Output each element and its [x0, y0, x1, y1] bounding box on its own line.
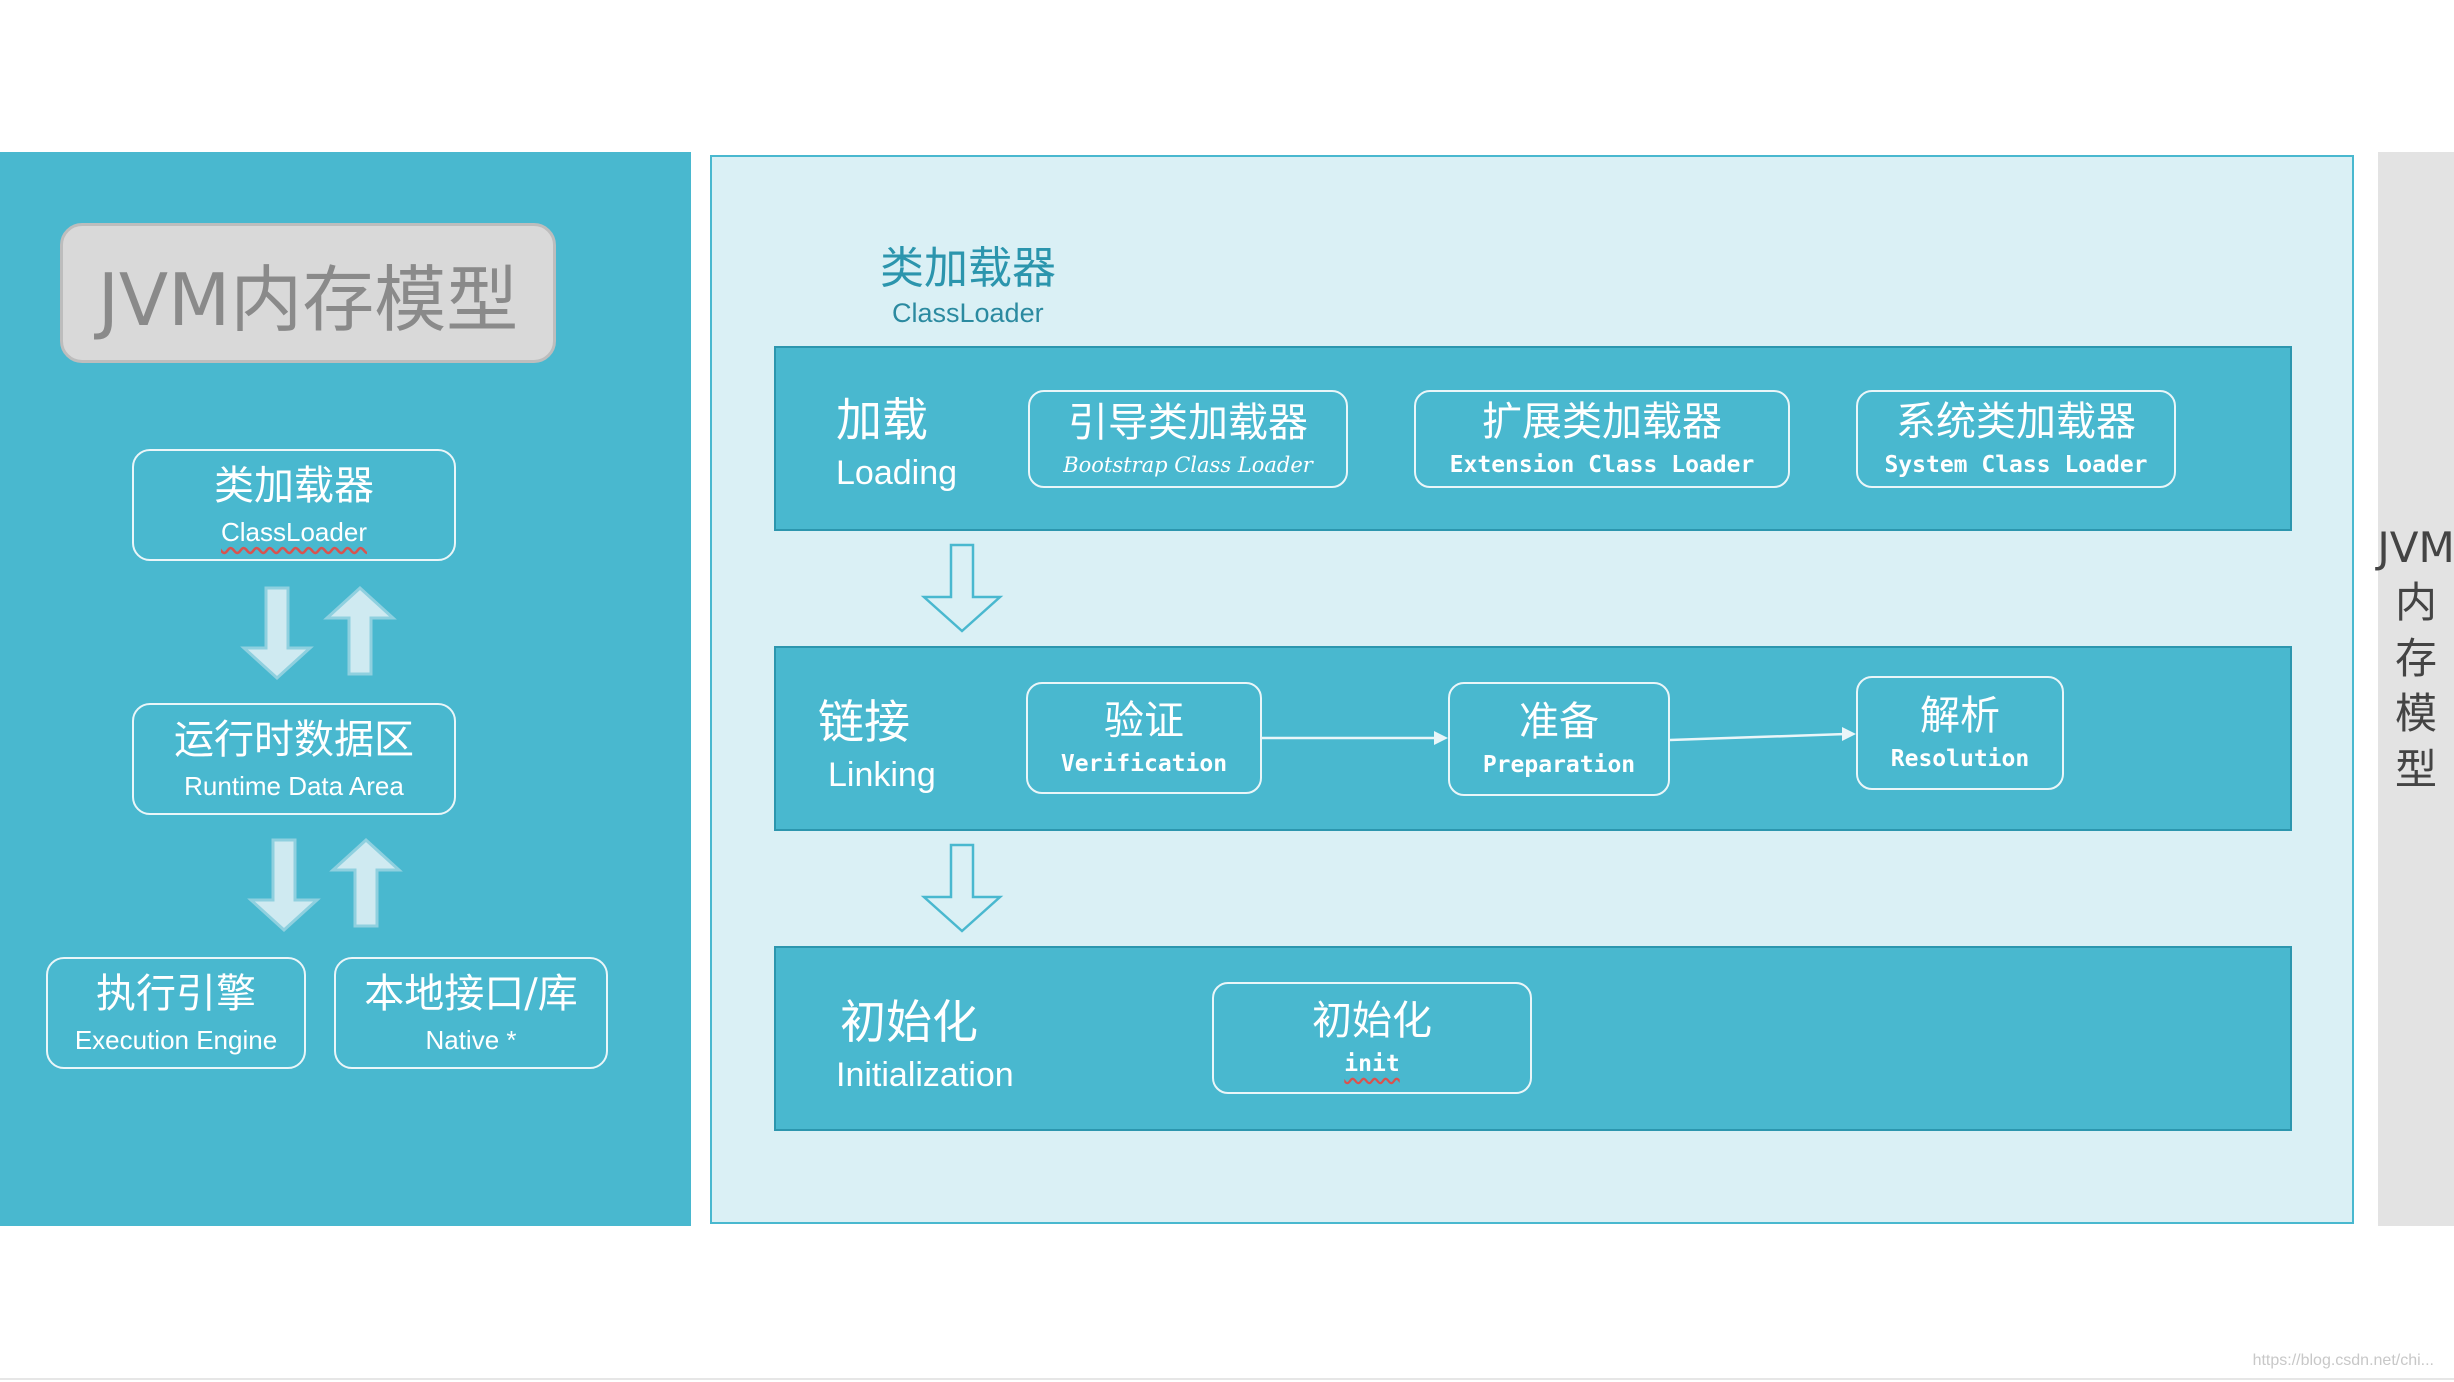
loading-label-cn: 加载 — [836, 393, 928, 447]
native-interface-en: Native * — [425, 1024, 517, 1055]
bootstrap-class-loader-box: 引导类加载器 Bootstrap Class Loader — [1028, 390, 1348, 488]
side-vertical-title: JVM 内 存 模 型 — [2377, 520, 2454, 797]
system-class-loader-box: 系统类加载器 System Class Loader — [1856, 390, 2176, 488]
up-arrow-icon — [323, 585, 397, 676]
extension-class-loader-cn: 扩展类加载器 — [1482, 399, 1722, 445]
classloader-heading-cn: 类加载器 — [880, 243, 1056, 294]
init-en: init — [1344, 1051, 1400, 1077]
jvm-memory-model-title: JVM内存模型 — [97, 257, 519, 342]
execution-engine-cn: 执行引擎 — [96, 970, 256, 1017]
init-cn: 初始化 — [1312, 998, 1432, 1044]
classloader-cn: 类加载器 — [214, 462, 374, 509]
runtime-data-area-en: Runtime Data Area — [184, 770, 404, 801]
native-interface-box: 本地接口/库 Native * — [334, 957, 608, 1069]
resolution-box: 解析 Resolution — [1856, 676, 2064, 790]
down-arrow-icon — [247, 838, 321, 933]
side-strip — [2378, 152, 2454, 1226]
runtime-data-area-box: 运行时数据区 Runtime Data Area — [132, 703, 456, 815]
linking-to-initialization-arrow — [920, 843, 1004, 933]
system-class-loader-en: System Class Loader — [1884, 452, 2148, 478]
extension-class-loader-box: 扩展类加载器 Extension Class Loader — [1414, 390, 1790, 488]
preparation-en: Preparation — [1482, 752, 1636, 778]
extension-class-loader-en: Extension Class Loader — [1449, 452, 1755, 478]
execution-engine-box: 执行引擎 Execution Engine — [46, 957, 306, 1069]
execution-engine-en: Execution Engine — [74, 1024, 278, 1055]
loading-to-linking-arrow — [920, 543, 1004, 633]
down-up-arrows-top — [240, 585, 397, 681]
down-arrow-icon — [240, 586, 314, 681]
init-box: 初始化 init — [1212, 982, 1532, 1094]
classloader-en: ClassLoader — [221, 516, 367, 547]
linking-label-en: Linking — [828, 756, 936, 794]
preparation-box: 准备 Preparation — [1448, 682, 1670, 796]
preparation-to-resolution-arrow — [1669, 727, 1856, 742]
side-title-char: 内 — [2394, 578, 2437, 628]
initialization-label-cn: 初始化 — [840, 995, 978, 1049]
classloader-box: 类加载器 ClassLoader — [132, 449, 456, 561]
bootstrap-class-loader-en: Bootstrap Class Loader — [1063, 453, 1313, 477]
verification-cn: 验证 — [1104, 698, 1184, 744]
linking-connectors — [1262, 727, 1856, 745]
down-arrow-icon — [920, 843, 1004, 933]
resolution-en: Resolution — [1890, 746, 2030, 772]
runtime-data-area-cn: 运行时数据区 — [174, 716, 414, 763]
side-title-char: 型 — [2394, 744, 2437, 794]
up-arrow-icon — [329, 837, 403, 928]
initialization-band — [774, 946, 2292, 1131]
native-interface-cn: 本地接口/库 — [364, 970, 578, 1017]
loading-label-en: Loading — [836, 454, 958, 492]
classloader-heading-en: ClassLoader — [892, 298, 1044, 328]
side-title-char: JVM — [2377, 523, 2454, 572]
jvm-memory-model-title-box: JVM内存模型 — [60, 223, 556, 363]
verification-to-preparation-arrow — [1262, 731, 1448, 745]
watermark: https://blog.csdn.net/chi... — [2252, 1352, 2434, 1369]
loading-band — [774, 346, 2292, 531]
system-class-loader-cn: 系统类加载器 — [1896, 399, 2136, 445]
verification-box: 验证 Verification — [1026, 682, 1262, 794]
bootstrap-class-loader-cn: 引导类加载器 — [1068, 400, 1308, 446]
down-up-arrows-bottom — [247, 837, 403, 933]
linking-label-cn: 链接 — [818, 695, 910, 749]
side-title-char: 存 — [2394, 633, 2437, 683]
resolution-cn: 解析 — [1920, 693, 2000, 739]
preparation-cn: 准备 — [1519, 699, 1599, 745]
down-arrow-icon — [920, 543, 1004, 633]
side-title-char: 模 — [2394, 689, 2437, 739]
initialization-label-en: Initialization — [836, 1056, 1014, 1094]
bottom-rule — [0, 1378, 2454, 1380]
verification-en: Verification — [1060, 751, 1228, 777]
